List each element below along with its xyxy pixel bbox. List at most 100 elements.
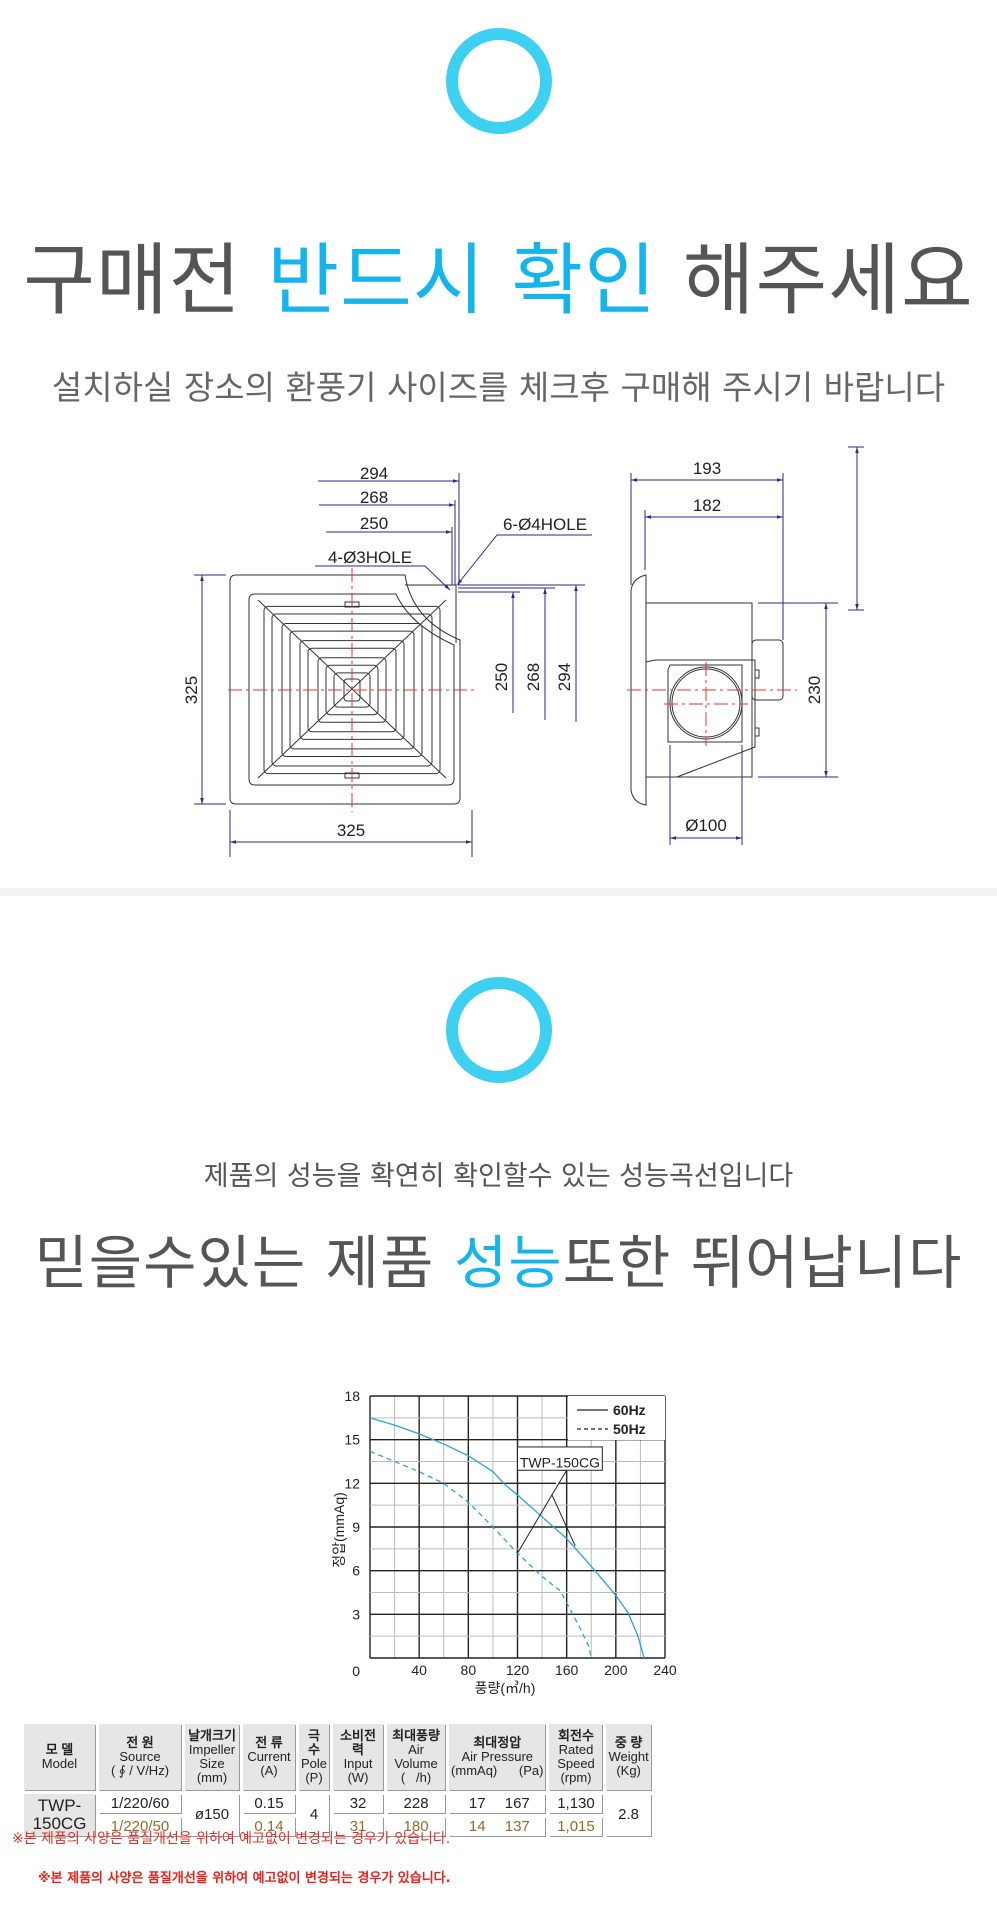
header-ko: 전 류	[255, 1735, 283, 1750]
header-ko: 중 량	[614, 1735, 643, 1750]
heading-text: 믿을수있는 제품	[34, 1229, 454, 1297]
header-unit: ( /h)	[400, 1770, 432, 1785]
dim-230: 230	[805, 676, 824, 704]
legend-60hz: 60Hz	[613, 1402, 646, 1418]
y-axis-label: 정압(mmAq)	[331, 1492, 347, 1568]
header-unit: (mmAq) (Pa)	[451, 1763, 544, 1778]
cell-weight: 2.8	[606, 1794, 651, 1836]
y-tick-label: 0	[352, 1663, 360, 1679]
heading-highlight: 성능	[453, 1229, 563, 1297]
legend: 60Hz 50Hz	[568, 1396, 665, 1440]
dim-v250: 250	[492, 663, 511, 691]
header-en: Pole	[301, 1756, 328, 1771]
header-ko: 회전수	[558, 1728, 594, 1743]
center-lines	[228, 568, 475, 812]
annotation-label: TWP-150CG	[520, 1454, 600, 1470]
cell-volume-50: 180	[387, 1817, 446, 1836]
header-en: Rated Speed	[557, 1742, 595, 1771]
dim-294: 294	[360, 464, 388, 483]
annotation-pointer	[551, 1469, 568, 1496]
dim-182: 182	[693, 496, 721, 515]
cell-input-60: 32	[333, 1794, 384, 1813]
section2-intro: 제품의 성능을 확연히 확인할수 있는 성능곡선입니다	[203, 1161, 794, 1192]
heading-text: 구매전	[23, 236, 268, 326]
x-tick-label: 200	[604, 1662, 628, 1678]
legend-50hz: 50Hz	[613, 1421, 646, 1437]
header-en: Source	[119, 1749, 161, 1764]
x-tick-label: 120	[506, 1662, 530, 1678]
annotation-box	[517, 1446, 603, 1471]
section1-heading: 구매전 반드시 확인 해주세요	[0, 236, 997, 326]
dim-250: 250	[360, 514, 388, 533]
cell-mmaq-50: 14	[468, 1817, 486, 1835]
x-tick-label: 40	[411, 1662, 427, 1678]
header-ko: 모 델	[45, 1742, 74, 1757]
cell-current-50: 0.14	[243, 1817, 295, 1836]
cell-pa-60: 167	[504, 1794, 530, 1812]
y-tick-label: 6	[352, 1563, 360, 1579]
header-unit: (P)	[305, 1770, 323, 1785]
cell-input-50: 31	[333, 1817, 384, 1836]
dim-v294: 294	[555, 663, 574, 691]
header-en: Model	[41, 1756, 78, 1771]
hole-4-label: 4-Ø3HOLE	[328, 548, 412, 567]
y-tick-label: 18	[344, 1388, 360, 1404]
spec-notice: ※본 제품의 사양은 품질개선을 위하여 예고없이 변경되는 경우가 있습니다.	[12, 1831, 451, 1847]
header-ko: 전 원	[126, 1735, 154, 1750]
dim-268: 268	[360, 488, 388, 507]
y-tick-label: 15	[344, 1432, 360, 1448]
cell-model: TWP-150CG	[24, 1794, 95, 1836]
header-ko: 날개크기	[188, 1728, 236, 1743]
y-tick-label: 3	[352, 1606, 360, 1622]
header-unit: (Kg)	[616, 1763, 641, 1778]
dimension-drawing: 294 268 250 6-Ø4HOLE 4-Ø3HOLE 325 325 25…	[182, 446, 864, 857]
y-tick-label: 9	[352, 1519, 360, 1535]
header-ko: 최대정압	[473, 1735, 522, 1750]
dim-193: 193	[693, 459, 721, 478]
section1-subheading: 설치하실 장소의 환풍기 사이즈를 체크후 구매해 주시기 바랍니다	[51, 368, 946, 407]
header-unit: (A)	[260, 1763, 278, 1778]
decorative-ring-icon	[446, 977, 552, 1083]
header-ko: 소비전력	[340, 1728, 376, 1757]
y-tick-label: 12	[344, 1475, 360, 1491]
section-divider	[0, 888, 997, 896]
header-en: Input	[343, 1756, 373, 1771]
header-en: Weight	[608, 1749, 649, 1764]
series-line-60hz	[369, 1417, 645, 1659]
section2-heading: 믿을수있는 제품 성능또한 뛰어납니다	[0, 1228, 997, 1298]
performance-chart: 40 80 120 160 200 240 0 3 6 9 12 15 18 풍량(㎥/h) 정압(mm…	[331, 1388, 677, 1696]
cell-pa-50: 137	[504, 1817, 530, 1835]
header-unit: (W)	[347, 1770, 369, 1785]
x-tick-label: 80	[461, 1662, 477, 1678]
x-tick-label: 240	[653, 1662, 677, 1678]
dim-height-325: 325	[182, 676, 201, 704]
side-dimensions	[630, 446, 864, 845]
cell-rpm-50: 1,015	[549, 1817, 603, 1836]
header-unit: (mm)	[196, 1770, 228, 1785]
heading-highlight: 반드시 확인	[267, 236, 657, 326]
dim-duct-100: Ø100	[685, 816, 727, 835]
x-tick-label: 160	[555, 1662, 579, 1678]
header-unit: ( ∮ / V/Hz)	[110, 1763, 170, 1778]
x-axis-label: 풍량(㎥/h)	[475, 1680, 536, 1696]
cell-current-60: 0.15	[243, 1794, 295, 1813]
header-unit: (rpm)	[560, 1770, 592, 1785]
cell-pole: 4	[299, 1794, 330, 1836]
dim-width-325: 325	[337, 821, 365, 840]
cell-source-60: 1/220/60	[99, 1794, 181, 1813]
cell-mmaq-60: 17	[468, 1794, 486, 1812]
header-ko: 극 수	[308, 1728, 320, 1757]
cell-impeller: ø150	[185, 1794, 239, 1836]
table-row: TWP-150CG 1/220/60 ø150 0.15 4 32 228 17…	[24, 1794, 651, 1836]
heading-text: 해주세요	[656, 236, 974, 326]
